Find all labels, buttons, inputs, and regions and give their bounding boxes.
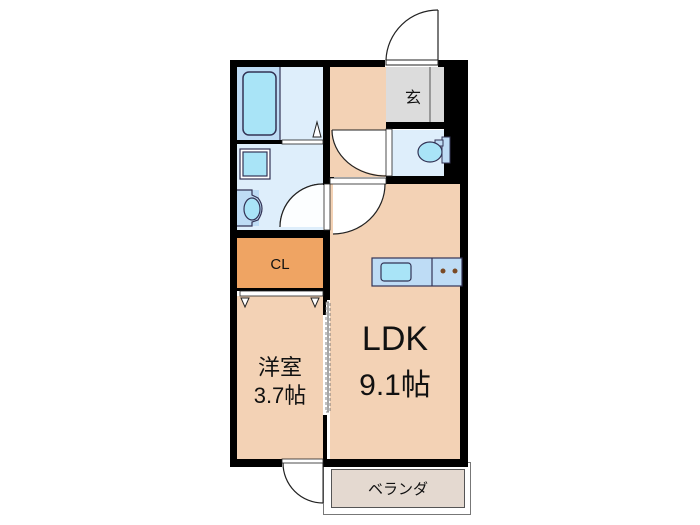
ldk-size: 9.1帖	[359, 369, 431, 402]
closet-label: CL	[270, 256, 290, 273]
wall-wash-closet	[237, 230, 330, 238]
western-room-floor	[237, 296, 323, 459]
wall-top-left	[230, 60, 385, 67]
wall-left	[230, 60, 237, 467]
wall-entrance-toilet	[386, 122, 444, 129]
wall-bath-wash	[237, 140, 282, 144]
veranda-floor	[331, 469, 465, 508]
entrance-door	[385, 9, 439, 61]
ldk-label: LDK	[361, 320, 429, 358]
wall-center-vertical-mid	[323, 230, 330, 300]
stove-burner-icon	[440, 268, 446, 274]
wall-center-vertical-low2	[323, 415, 327, 467]
bathtub-icon	[242, 71, 277, 136]
western-room-size: 3.7帖	[253, 383, 307, 408]
wc-toilet-icon	[417, 141, 443, 163]
wall-bottom-right	[323, 459, 468, 467]
western-room-label: 洋室	[257, 355, 302, 380]
wall-right	[460, 60, 468, 467]
wall-bottom-left	[230, 459, 282, 467]
wall-toilet-bottom	[386, 176, 468, 184]
entrance-label: 玄	[404, 90, 421, 107]
sink-icon	[380, 262, 412, 282]
entrance-floor	[386, 67, 444, 122]
wall-closet-bottom	[237, 288, 323, 291]
wall-center-vertical-low1	[323, 285, 327, 315]
wall-center-vertical-top	[323, 60, 330, 185]
closet-floor	[237, 238, 323, 288]
stove-burner-icon	[452, 268, 458, 274]
veranda-label: ベランダ	[367, 481, 428, 498]
